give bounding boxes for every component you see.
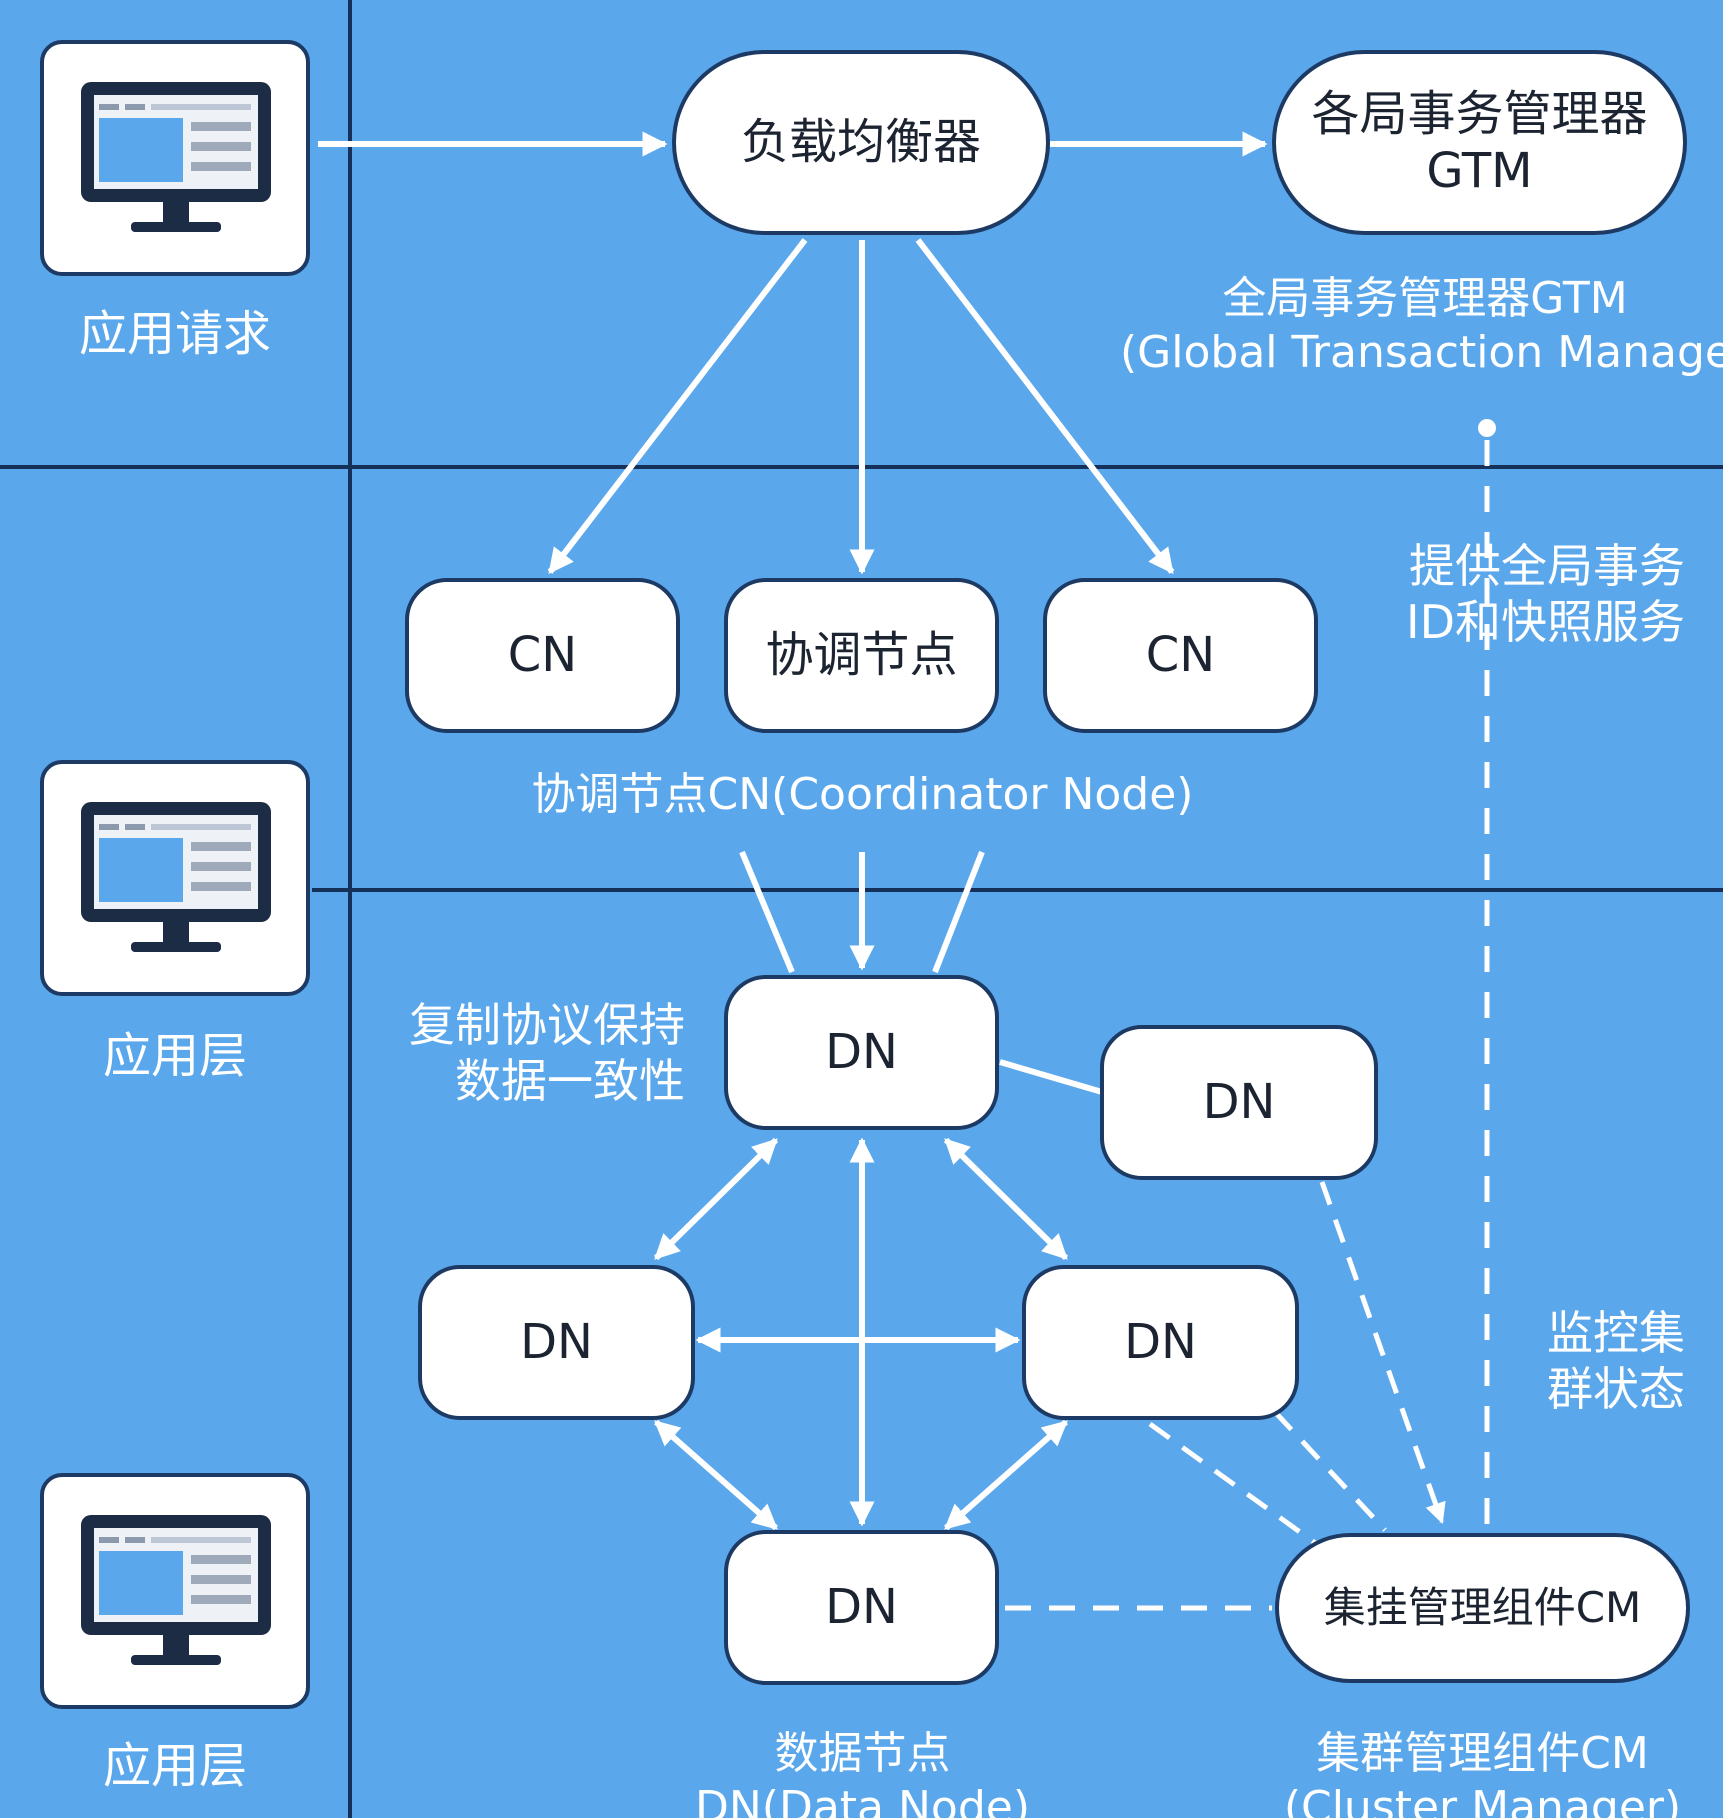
dashed-dn-right-to-cm	[1319, 1181, 1446, 1524]
dn-left-label: DN	[520, 1314, 593, 1371]
gtm-link-dot	[1478, 419, 1496, 437]
dn-caption-line1: 数据节点	[774, 1728, 951, 1779]
load-balancer-node: 负载均衡器	[672, 50, 1050, 235]
gtm-service-line2: ID和快照服务	[1406, 595, 1685, 650]
dn-caption-line2: DN(Data Node)	[694, 1781, 1030, 1818]
load-balancer-label: 负载均衡器	[740, 114, 981, 171]
desktop-monitor-icon	[81, 1515, 271, 1665]
app-card-1	[40, 40, 310, 276]
dn-caption: 数据节点 DN(Data Node)	[640, 1727, 1085, 1818]
cn-center-node: 协调节点	[724, 578, 999, 733]
line-cn-to-dn-right	[932, 850, 985, 974]
dn-right-node: DN	[1100, 1025, 1378, 1180]
cm-caption-line2: (Cluster Manager)	[1283, 1781, 1682, 1818]
app-label-1: 应用请求	[78, 306, 271, 362]
arrow-dn-top-dn-mid-right	[943, 1137, 1069, 1261]
cn-right-node: CN	[1043, 578, 1318, 733]
monitor-line2: 群状态	[1547, 1362, 1685, 1417]
replication-caption: 复制协议保持 数据一致性	[385, 997, 685, 1109]
cm-caption: 集群管理组件CM (Cluster Manager)	[1255, 1727, 1710, 1818]
app-card-2	[40, 760, 310, 996]
gtm-label-line2: GTM	[1426, 142, 1533, 199]
gtm-label-line1: 各局事务管理器	[1311, 85, 1648, 142]
dn-top-node: DN	[724, 975, 999, 1130]
gtm-service-caption: 提供全局事务 ID和快照服务	[1385, 538, 1685, 650]
app-label-2: 应用层	[102, 1028, 247, 1084]
app-card-3	[40, 1473, 310, 1709]
cm-caption-line1: 集群管理组件CM	[1316, 1728, 1649, 1779]
cn-center-label: 协调节点	[765, 627, 958, 684]
dn-mid-right-label: DN	[1124, 1314, 1197, 1371]
gtm-caption-line1: 全局事务管理器GTM	[1222, 273, 1628, 324]
arrow-lb-to-cn-right	[915, 238, 1175, 575]
desktop-monitor-icon	[81, 82, 271, 232]
cn-left-label: CN	[507, 627, 578, 684]
monitor-line1: 监控集	[1547, 1306, 1685, 1360]
desktop-monitor-icon	[81, 802, 271, 952]
dashed-dn-mid-right-to-cm	[1273, 1410, 1387, 1532]
monitor-caption: 监控集 群状态	[1480, 1305, 1685, 1417]
gtm-caption: 全局事务管理器GTM (Global Transaction Manager)	[1120, 272, 1723, 379]
dn-mid-right-node: DN	[1022, 1265, 1299, 1420]
arrow-dn-left-dn-bottom	[654, 1419, 778, 1531]
gtm-service-line1: 提供全局事务	[1409, 539, 1685, 593]
cm-label: 集挂管理组件CM	[1323, 1583, 1642, 1633]
line-cn-to-dn-left	[739, 850, 795, 974]
dn-right-label: DN	[1202, 1074, 1276, 1131]
cm-node: 集挂管理组件CM	[1275, 1533, 1690, 1683]
gtm-node: 各局事务管理器 GTM	[1272, 50, 1687, 235]
app-label-3: 应用层	[102, 1738, 247, 1794]
cn-left-node: CN	[405, 578, 680, 733]
dn-top-label: DN	[825, 1024, 898, 1081]
arrow-dn-top-dn-left	[653, 1137, 779, 1261]
dn-bottom-node: DN	[724, 1530, 999, 1685]
line-dn-top-to-dn-right	[999, 1059, 1103, 1095]
dn-left-node: DN	[418, 1265, 695, 1420]
dashed-dn-mid-right-to-cm-2	[1148, 1421, 1320, 1548]
dn-bottom-label: DN	[825, 1579, 898, 1636]
cn-caption: 协调节点CN(Coordinator Node)	[531, 769, 1194, 820]
cn-right-label: CN	[1145, 627, 1216, 684]
replication-line1: 复制协议保持	[409, 998, 685, 1052]
replication-line2: 数据一致性	[455, 1054, 685, 1109]
gtm-caption-line2: (Global Transaction Manager)	[1120, 326, 1723, 378]
arrow-lb-to-cn-left	[547, 238, 808, 574]
arrow-dn-mid-right-dn-bottom	[944, 1419, 1068, 1531]
